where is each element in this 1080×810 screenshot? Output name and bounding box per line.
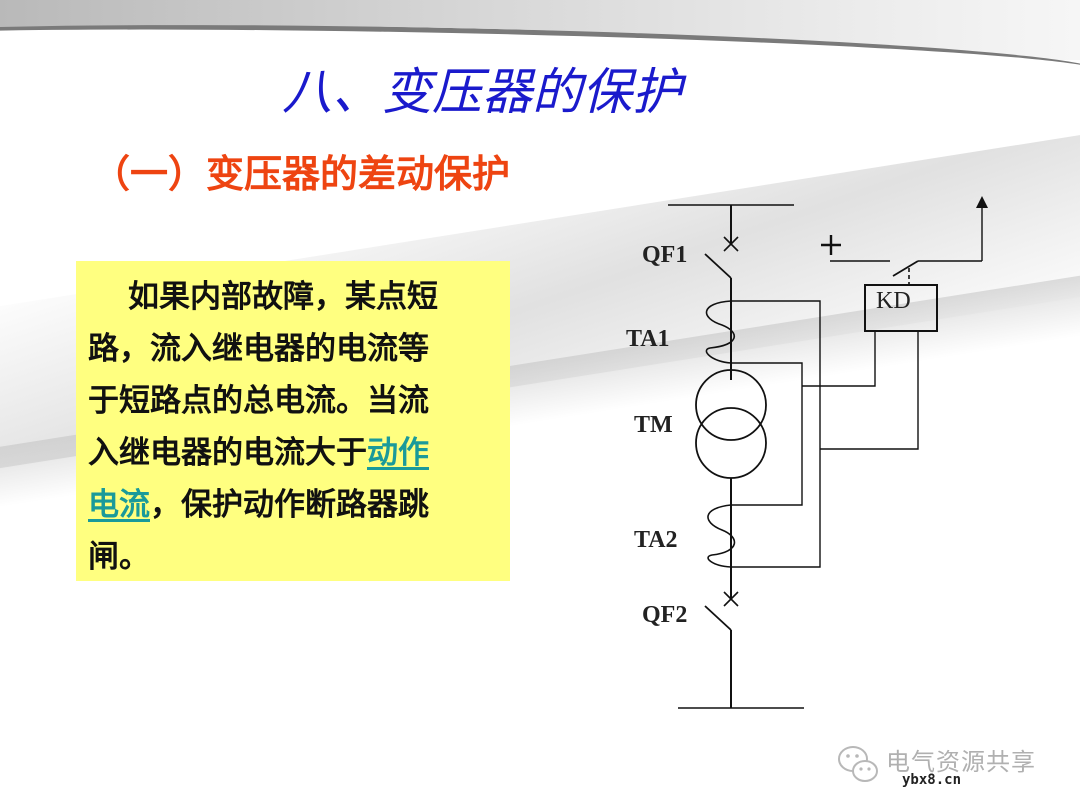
wire-kd-left — [802, 331, 876, 387]
ta1-coil — [705, 300, 735, 364]
kd-relay-box — [864, 284, 938, 332]
qf1-switch-blade — [704, 253, 732, 279]
watermark-url: ybx8.cn — [902, 772, 962, 788]
tm-winding-1 — [695, 369, 767, 441]
text-line: 入继电器的电流大于动作 — [88, 435, 429, 471]
differential-protection-diagram: QF1 TA1 TM TA2 QF2 KD — [600, 190, 1020, 730]
text-line: 于短路点的总电流。当流 — [88, 383, 429, 419]
plus-sign-icon — [821, 235, 841, 255]
circuit-schematic — [668, 196, 988, 709]
label-tm: TM — [634, 412, 673, 438]
text-line: 路，流入继电器的电流等 — [88, 331, 429, 367]
wire-ta1-bottom-to-ta2-top — [731, 362, 803, 506]
kd-contact — [892, 260, 919, 277]
explanation-textbox: 如果内部故障，某点短 路，流入继电器的电流等 于短路点的总电流。当流 入继电器的… — [76, 261, 510, 581]
wire-kd-right — [820, 331, 919, 450]
qf2-switch-blade — [704, 605, 732, 631]
text-line: 闸。 — [88, 539, 150, 575]
operating-current-link[interactable]: 动作 — [367, 435, 429, 471]
wire-ta1-top-to-ta2-bottom — [731, 300, 821, 568]
label-qf2: QF2 — [642, 602, 688, 628]
watermark: 电气资源共享 ybx8.cn — [836, 742, 1066, 798]
trip-arrow-icon — [976, 196, 988, 208]
watermark-text: 电气资源共享 — [886, 748, 1036, 776]
ta2-coil — [707, 504, 736, 568]
operating-current-link[interactable]: 电流 — [88, 487, 150, 523]
label-ta2: TA2 — [634, 527, 678, 553]
text-line: 电流，保护动作断路器跳 — [88, 487, 429, 523]
slide-subtitle: （一）变压器的差动保护 — [92, 152, 511, 196]
slide-title: 八、变压器的保护 — [282, 63, 682, 121]
text-line: 如果内部故障，某点短 — [128, 279, 438, 315]
label-kd: KD — [876, 288, 911, 314]
wechat-icon — [838, 746, 878, 782]
label-ta1: TA1 — [626, 326, 670, 352]
label-qf1: QF1 — [642, 242, 688, 268]
tm-winding-2 — [695, 407, 767, 479]
